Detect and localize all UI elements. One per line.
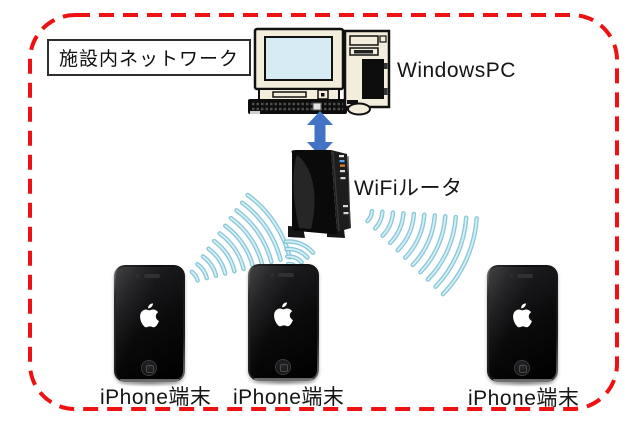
home-button-icon [275, 359, 291, 375]
router-label: WiFiルータ [354, 177, 463, 200]
region-label: 施設内ネットワーク [47, 39, 252, 76]
phone1-label: iPhone端末 [100, 386, 212, 409]
wifi-router-icon [288, 150, 351, 238]
region-border [28, 13, 619, 411]
apple-logo-icon [140, 303, 159, 328]
iphone-chin [254, 378, 313, 381]
iphone-icon [248, 264, 319, 386]
apple-logo-icon [274, 302, 293, 327]
iphone-shadow [116, 379, 183, 387]
home-button-icon [514, 360, 530, 376]
apple-logo-icon [513, 303, 532, 328]
phone3-label: iPhone端末 [468, 387, 580, 410]
speaker-icon [517, 274, 533, 278]
iphone-icon [487, 265, 558, 387]
camera-icon [270, 273, 274, 277]
speaker-icon [278, 273, 294, 277]
speaker-icon [144, 274, 160, 278]
iphone-chin [493, 379, 552, 382]
up-down-arrow-icon [307, 111, 333, 156]
wifi-waves-icon [365, 208, 479, 297]
phone2-label: iPhone端末 [233, 386, 345, 409]
camera-icon [509, 274, 513, 278]
camera-icon [136, 274, 140, 278]
pc-label: WindowsPC [397, 59, 516, 82]
iphone-shadow [250, 378, 317, 386]
iphone-icon [114, 265, 185, 387]
iphone-chin [120, 379, 179, 382]
iphone-shadow [489, 379, 556, 387]
desktop-pc-icon [248, 27, 391, 116]
home-button-icon [141, 360, 157, 376]
